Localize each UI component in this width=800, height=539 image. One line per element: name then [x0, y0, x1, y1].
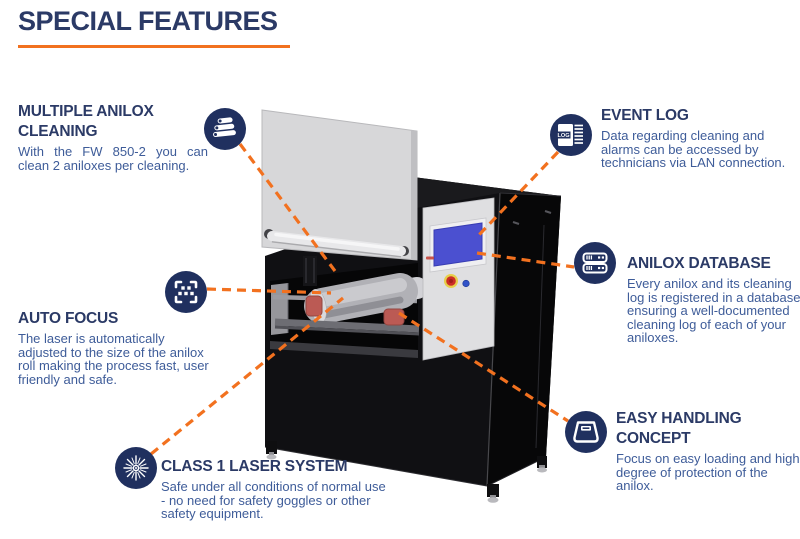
machine-control-panel: [422, 197, 495, 361]
machine-feet: [266, 441, 547, 503]
log-icon-label: LOG: [557, 133, 569, 139]
title-underline: [18, 45, 290, 48]
feature-title: EASY HANDLING CONCEPT: [616, 409, 800, 449]
feature-title-line: AUTO FOCUS: [18, 310, 119, 327]
roll-clamp: [305, 295, 323, 317]
feature-event-log: EVENT LOG Data regarding cleaning and al…: [601, 106, 800, 170]
feature-anilox-database: ANILOX DATABASE Every anilox and its cle…: [627, 254, 800, 345]
feature-title: MULTIPLE ANILOX CLEANING: [18, 102, 208, 142]
feature-title-line: CLEANING: [18, 123, 98, 140]
feature-description: Safe under all conditions of normal use …: [161, 479, 386, 521]
feature-multiple-anilox-cleaning: MULTIPLE ANILOX CLEANING With the FW 850…: [18, 102, 208, 172]
feature-title: EVENT LOG: [601, 106, 800, 126]
laser-burst-icon: [115, 447, 157, 489]
feature-title-line: ANILOX DATABASE: [627, 255, 771, 272]
feature-description: With the FW 850-2 you can clean 2 anilox…: [18, 144, 208, 173]
feature-title-line: EASY HANDLING: [616, 410, 742, 427]
machine-open-lid: [261, 109, 418, 261]
feature-description: The laser is automatically adjusted to t…: [18, 331, 209, 387]
connector-multiple-anilox: [238, 143, 337, 272]
feature-title-line: CONCEPT: [616, 430, 691, 447]
autofocus-frame-icon: [165, 271, 207, 313]
page-title: SPECIAL FEATURES: [18, 6, 278, 36]
feature-auto-focus: AUTO FOCUS The laser is automatically ad…: [18, 309, 240, 386]
feature-title: ANILOX DATABASE: [627, 254, 800, 274]
roll-clamp: [383, 308, 405, 326]
feature-easy-handling-concept: EASY HANDLING CONCEPT Focus on easy load…: [616, 409, 800, 493]
log-document-icon: LOG: [550, 114, 592, 156]
stacked-anilox-rolls-icon: [204, 108, 246, 150]
machine-roller-bay: [270, 256, 428, 358]
server-database-icon: [574, 242, 616, 284]
feature-description: Data regarding cleaning and alarms can b…: [601, 128, 786, 170]
connector-event-log: [476, 150, 560, 238]
connector-lines: [149, 143, 575, 456]
connector-laser: [149, 296, 345, 456]
panel-button: [462, 279, 470, 288]
feature-title: AUTO FOCUS: [18, 309, 240, 329]
inbox-tray-icon: [565, 411, 607, 453]
feature-title-line: MULTIPLE ANILOX: [18, 103, 154, 120]
connector-easy-handling: [398, 311, 569, 423]
feature-description: Every anilox and its cleaning log is reg…: [627, 276, 800, 345]
connector-auto-focus: [206, 287, 332, 295]
feature-description: Focus on easy loading and high degree of…: [616, 451, 800, 493]
feature-title: CLASS 1 LASER SYSTEM: [161, 457, 413, 477]
connector-database: [476, 251, 575, 269]
feature-title-line: EVENT LOG: [601, 107, 689, 124]
feature-class-1-laser-system: CLASS 1 LASER SYSTEM Safe under all cond…: [161, 457, 413, 521]
feature-title-line: CLASS 1 LASER SYSTEM: [161, 458, 348, 475]
touchscreen: [433, 222, 483, 267]
